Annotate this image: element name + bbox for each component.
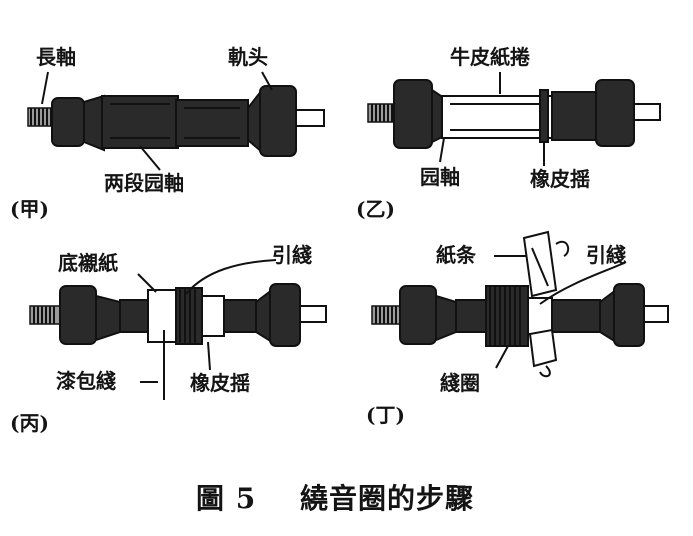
shaft-tip-right bbox=[299, 305, 327, 323]
panel-ding: 紙条 引綫 綫圈 (丁) bbox=[366, 230, 669, 427]
leader-coil bbox=[495, 345, 509, 369]
shaft-stage-2 bbox=[175, 99, 249, 147]
nut-right bbox=[595, 79, 635, 147]
lead-wire bbox=[185, 259, 277, 295]
rubber-band bbox=[201, 295, 225, 337]
nut-left bbox=[51, 97, 85, 147]
label-lead-wire-ding: 引綫 bbox=[586, 243, 626, 267]
panel-jia: 長軸 軌头 两段园軸 (甲) bbox=[10, 45, 325, 221]
lead-wire bbox=[539, 261, 627, 305]
label-rubber-band: 橡皮揺 bbox=[530, 167, 590, 191]
nut-left bbox=[399, 285, 437, 345]
coil bbox=[485, 285, 529, 347]
label-rubber-band-bing: 橡皮揺 bbox=[190, 371, 250, 395]
leader-long-shaft bbox=[41, 71, 49, 105]
label-long-shaft: 長軸 bbox=[36, 45, 76, 69]
label-paper-strip: 紙条 bbox=[436, 243, 477, 267]
shaft-right-segment bbox=[551, 91, 597, 141]
shaft-tip-right bbox=[295, 109, 325, 127]
panel-yi: 牛皮紙捲 园軸 橡皮揺 (乙) bbox=[356, 45, 661, 221]
leader-round-shaft bbox=[439, 137, 445, 163]
label-liner-paper: 底襯紙 bbox=[58, 251, 118, 275]
head-right bbox=[259, 85, 297, 157]
panel-tag-yi: (乙) bbox=[356, 197, 395, 221]
shaft-assembly-bing bbox=[29, 259, 327, 347]
shaft-assembly-yi bbox=[367, 79, 661, 149]
panel-tag-ding: (丁) bbox=[366, 403, 405, 427]
leader-head bbox=[261, 71, 273, 91]
shaft-left-segment bbox=[119, 299, 151, 333]
nut-right bbox=[269, 283, 301, 347]
label-head: 軌头 bbox=[228, 45, 268, 69]
nut-right bbox=[613, 283, 645, 347]
label-round-shaft: 园軸 bbox=[420, 165, 460, 189]
shaft-tip-right bbox=[643, 305, 669, 323]
panel-bing: 底襯紙 引綫 漆包綫 橡皮揺 (丙) bbox=[10, 243, 327, 435]
figure-caption: 圖 5 繞音圈的步驟 bbox=[196, 482, 474, 515]
shaft-right-segment bbox=[223, 299, 257, 333]
paper-strip-bottom bbox=[528, 328, 558, 368]
kraft-paper-roll bbox=[441, 95, 553, 139]
head-left bbox=[393, 79, 433, 149]
caption-title: 繞音圈的步驟 bbox=[300, 482, 474, 515]
shaft-assembly-jia bbox=[27, 85, 325, 157]
label-coil: 綫圈 bbox=[440, 371, 480, 395]
label-enamel-wire: 漆包綫 bbox=[56, 369, 116, 393]
leader-rubber-bing bbox=[207, 341, 211, 371]
leader-two-stage bbox=[139, 145, 161, 171]
rubber-band bbox=[539, 89, 549, 143]
rotate-arrow-top bbox=[555, 240, 570, 257]
rotate-arrow-bottom bbox=[539, 365, 551, 378]
shaft-left-segment bbox=[455, 299, 487, 333]
caption-number: 圖 5 bbox=[196, 482, 256, 515]
shaft-assembly-ding bbox=[371, 230, 669, 378]
panel-tag-jia: (甲) bbox=[10, 197, 49, 221]
leader-liner bbox=[137, 273, 157, 293]
nut-left bbox=[59, 285, 97, 345]
panel-tag-bing: (丙) bbox=[10, 411, 49, 435]
label-kraft-roll: 牛皮紙捲 bbox=[450, 45, 531, 69]
label-two-stage-shaft: 两段园軸 bbox=[104, 171, 184, 195]
label-lead-wire: 引綫 bbox=[272, 243, 312, 267]
shaft-right-segment bbox=[551, 299, 601, 333]
shaft-tip-right bbox=[633, 103, 661, 121]
